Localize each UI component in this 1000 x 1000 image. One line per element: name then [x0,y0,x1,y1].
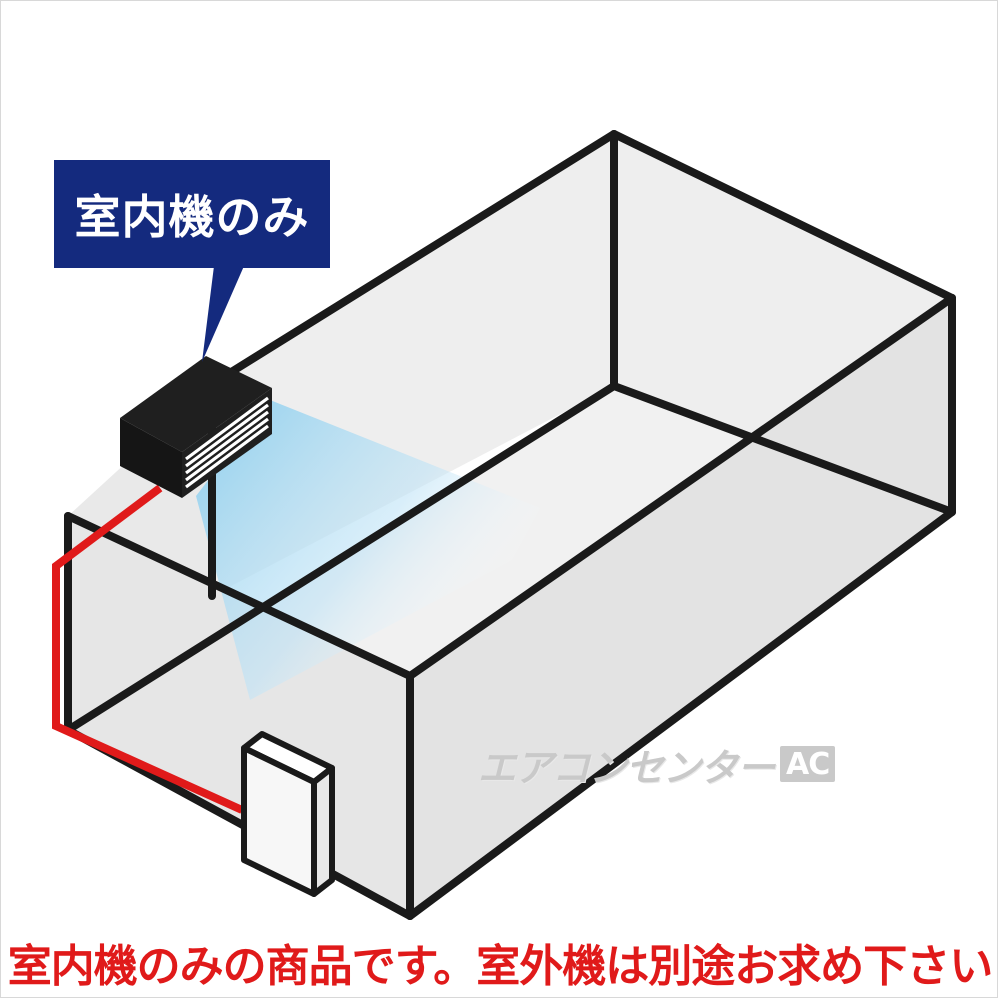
outdoor-unit-icon [241,731,335,897]
callout-label: 室内機のみ [74,190,310,244]
footer-note: 室内機のみの商品です。室外機は別途お求め下さい [7,941,994,992]
brand-logo: AC [780,746,836,782]
indoor-unit-callout: 室内機のみ [54,160,330,268]
indoor-unit-icon [120,356,272,498]
room-right-wall [410,298,952,916]
callout-pointer [202,266,244,362]
watermark-text: エアコンセンター [478,745,775,790]
refrigerant-pipe-icon [52,484,244,814]
airflow-icon [196,400,540,700]
brand-watermark: エアコンセンター AC [478,742,836,790]
